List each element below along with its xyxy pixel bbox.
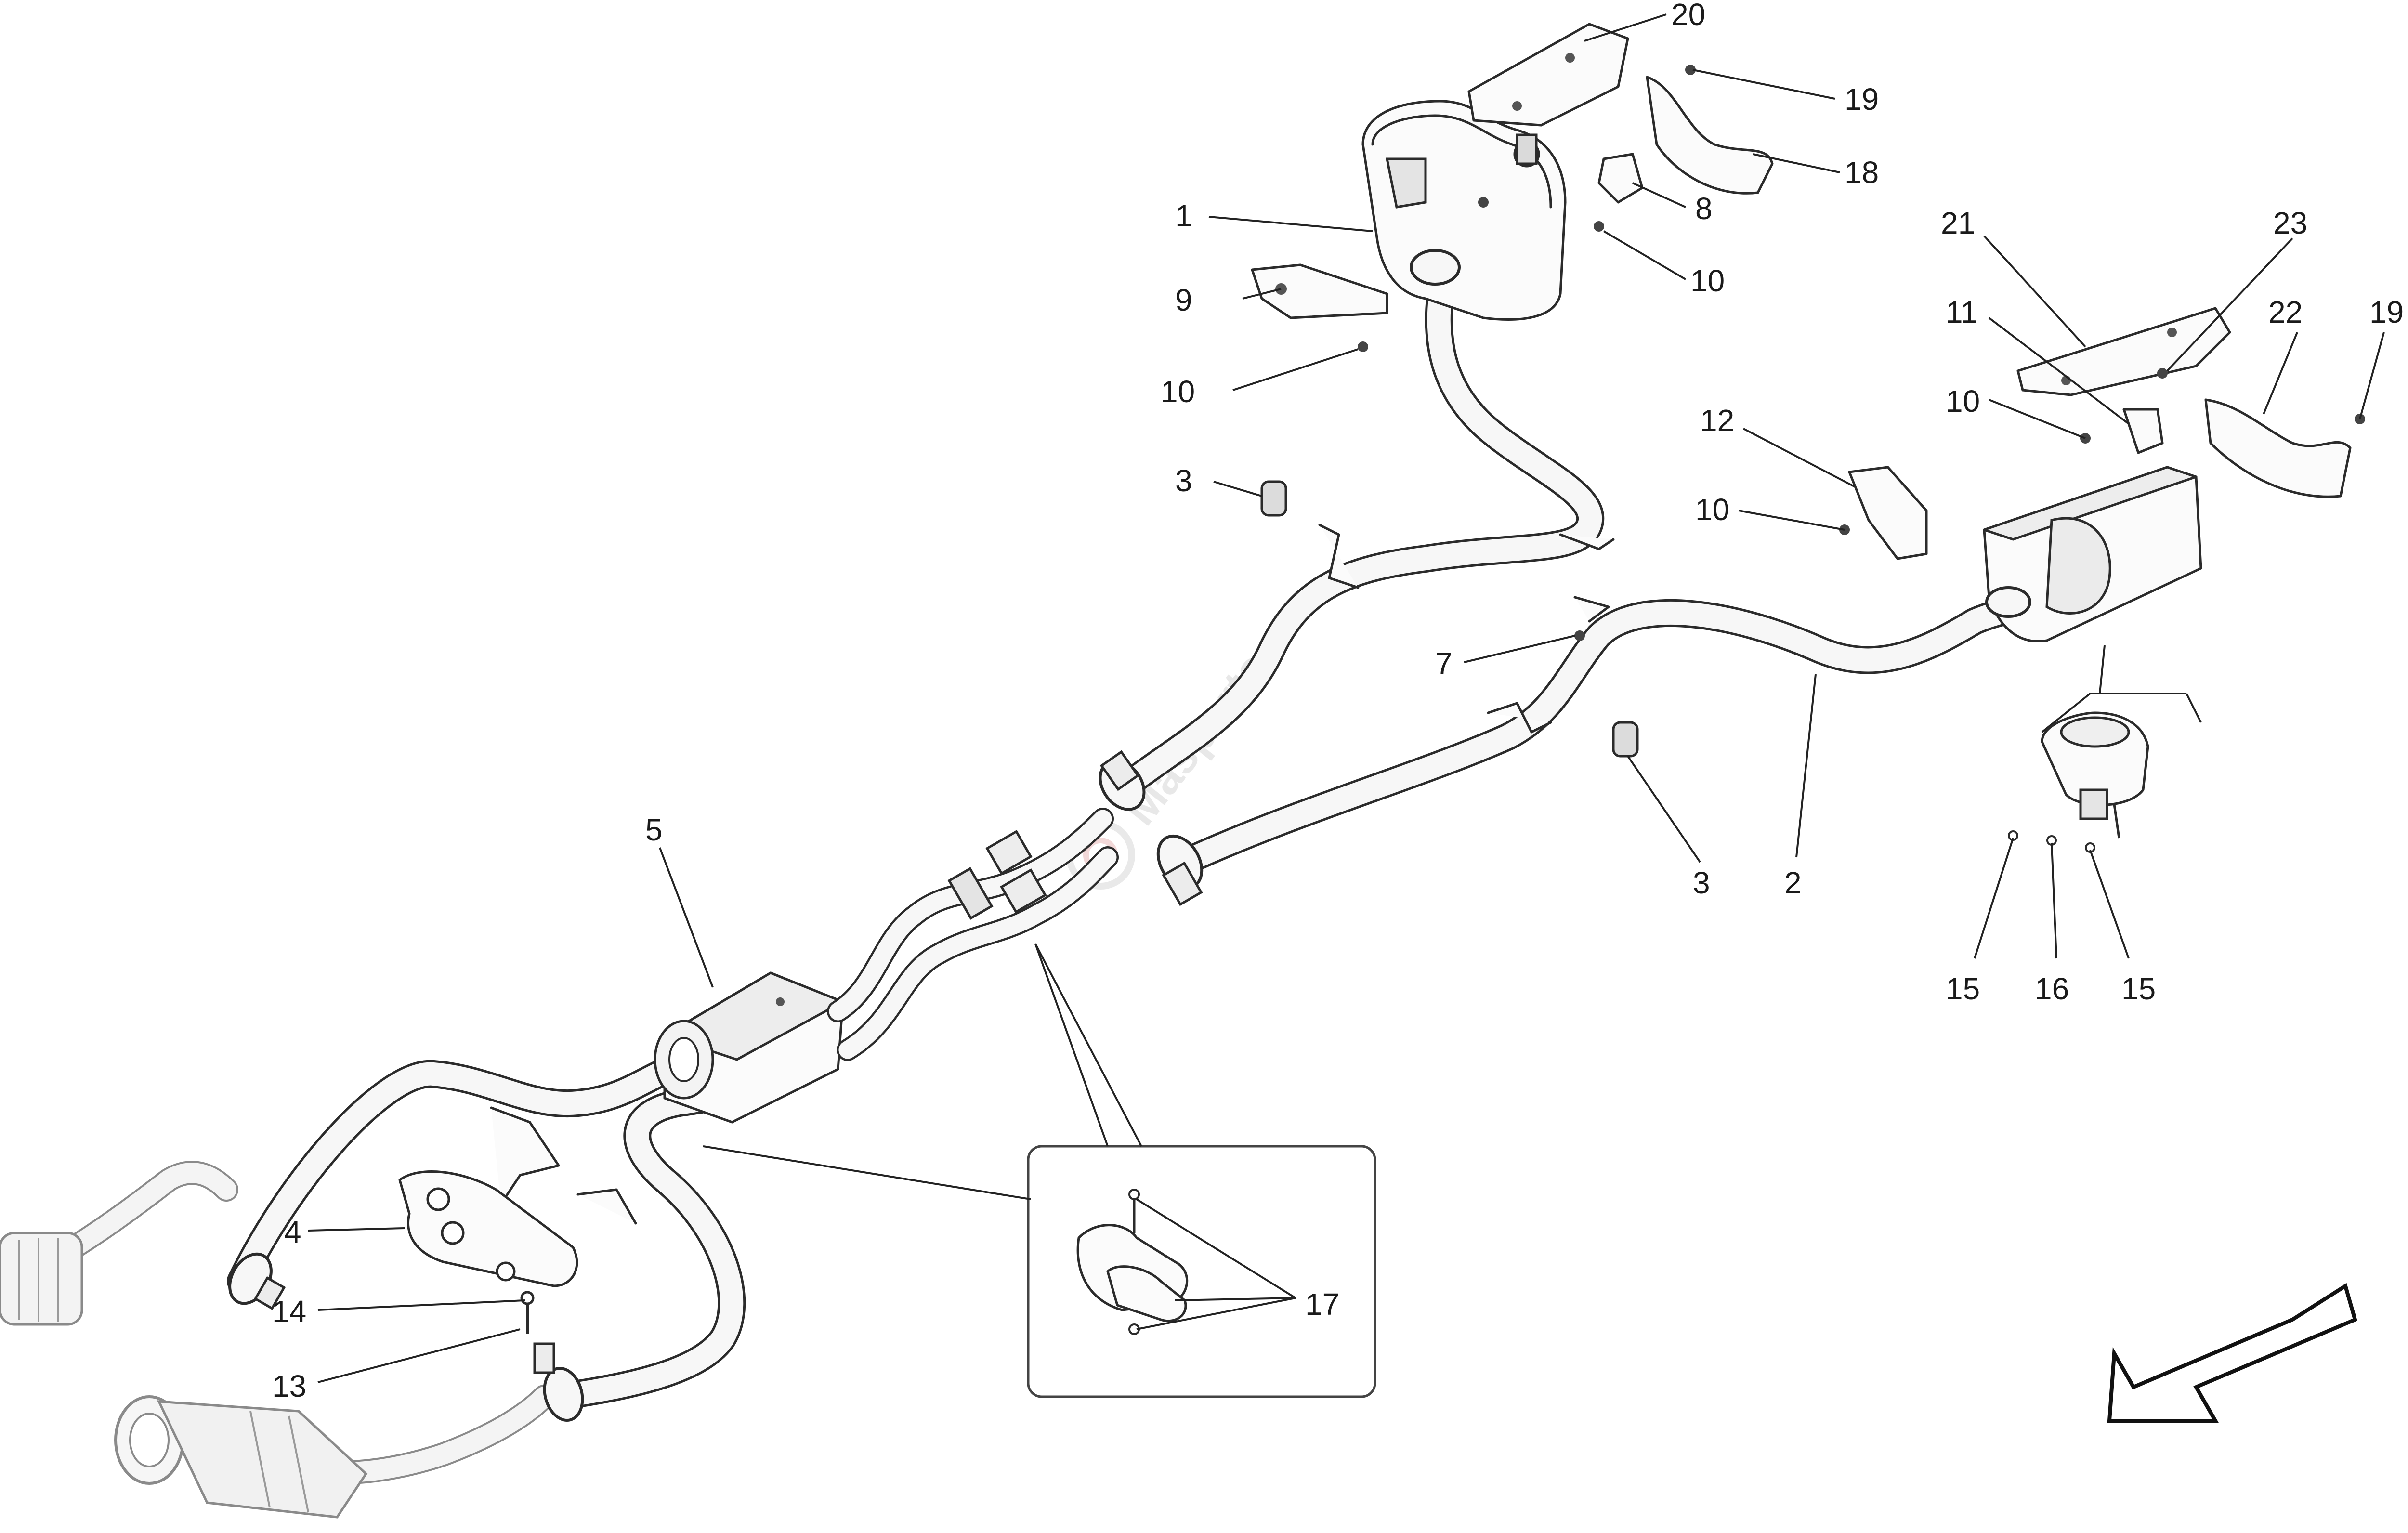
screws-13-14 — [520, 1291, 535, 1334]
callout-15-right: 15 — [2121, 971, 2156, 1006]
callout-14: 14 — [272, 1294, 306, 1329]
heat-shield-18 — [1646, 76, 1774, 195]
front-hanger — [490, 1106, 637, 1225]
callout-labels: 20 19 18 1 8 10 9 10 21 23 11 22 19 10 1… — [272, 0, 2404, 1403]
valve-actuator-detail — [2008, 645, 2202, 853]
callout-1: 1 — [1175, 198, 1192, 233]
callout-3-left: 3 — [1175, 463, 1192, 498]
bracket-11 — [2122, 408, 2164, 454]
callout-5: 5 — [645, 812, 663, 847]
bracket-21 — [2016, 307, 2231, 396]
callout-9: 9 — [1175, 283, 1192, 317]
bracket-8 — [1597, 153, 1644, 204]
callout-11: 11 — [1946, 295, 1977, 329]
callout-15-left: 15 — [1946, 971, 1980, 1006]
callout-10-left-lower: 10 — [1161, 374, 1195, 409]
callout-13: 13 — [272, 1369, 306, 1403]
bracket-20 — [1467, 23, 1629, 127]
detail-inset-frame — [1027, 1145, 1376, 1398]
front-pipe-upper-branch — [227, 1046, 722, 1310]
callout-8: 8 — [1695, 191, 1713, 226]
callout-16: 16 — [2035, 971, 2069, 1006]
catalytic-converter-lower — [114, 1385, 556, 1519]
callout-22: 22 — [2268, 295, 2303, 329]
callout-12: 12 — [1700, 403, 1734, 438]
callout-3-right: 3 — [1693, 865, 1710, 900]
bracket-12 — [1848, 466, 1928, 560]
callout-10-mid: 10 — [1695, 492, 1729, 527]
callout-2: 2 — [1784, 865, 1802, 900]
callout-21: 21 — [1941, 206, 1975, 240]
screws-10-left — [1358, 65, 1696, 352]
heat-shield — [398, 1170, 578, 1287]
catalytic-converter-upper — [0, 1161, 238, 1326]
left-rear-pipe — [1099, 285, 1605, 811]
rubber-mounts — [1260, 480, 1639, 758]
callout-19-right: 19 — [2369, 295, 2404, 329]
callout-23: 23 — [2273, 206, 2307, 240]
front-direction-arrow-icon — [2107, 1283, 2357, 1423]
bracket-9 — [1251, 263, 1388, 319]
leader-lines — [308, 13, 2385, 1383]
callout-10-left-upper: 10 — [1690, 263, 1725, 298]
clamp-detail-box — [1027, 1145, 1376, 1398]
callout-7: 7 — [1435, 646, 1453, 681]
mid-twin-pipes — [827, 808, 1119, 1061]
right-rear-pipe — [1156, 583, 2061, 906]
callout-19-top: 19 — [1845, 82, 1879, 117]
right-muffler — [1983, 466, 2202, 642]
callout-4: 4 — [284, 1215, 301, 1249]
rear-pipe-hangers — [1318, 524, 1615, 734]
heat-shield-22 — [2204, 398, 2352, 498]
callout-18: 18 — [1845, 155, 1879, 190]
center-resonator — [654, 971, 844, 1124]
callout-10-right-upper: 10 — [1946, 384, 1980, 419]
left-muffler — [1361, 100, 1567, 321]
callout-17: 17 — [1305, 1287, 1339, 1322]
callout-20: 20 — [1671, 0, 1705, 32]
